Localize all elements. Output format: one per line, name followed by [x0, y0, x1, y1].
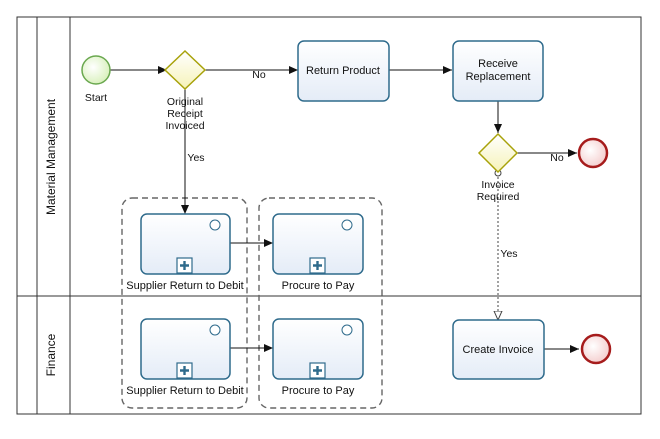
subprocess-box[interactable] [140, 318, 231, 380]
task-box[interactable] [452, 319, 545, 380]
start-event-label: Start [85, 92, 107, 104]
flow-labels: No Yes No Yes [187, 69, 563, 260]
task-receive-replacement[interactable]: Receive Replacement [452, 40, 544, 102]
subprocess-label: Supplier Return to Debit [126, 385, 243, 397]
subprocess-box[interactable] [272, 213, 364, 275]
subprocess-event-marker-icon [209, 219, 221, 231]
gateway-diamond[interactable] [477, 132, 519, 174]
subprocess-label: Procure to Pay [282, 280, 355, 292]
lane-title-finance: Finance [44, 333, 58, 376]
subprocess-box[interactable] [140, 213, 231, 275]
subprocess-label: Supplier Return to Debit [126, 280, 243, 292]
task-label-line: Replacement [466, 71, 531, 83]
task-label: Return Product [306, 65, 380, 77]
lane-title-material-management: Material Management [44, 98, 58, 215]
subprocess-supplier-return-mm[interactable]: Supplier Return to Debit [126, 213, 244, 292]
gateway-diamond[interactable] [163, 49, 207, 91]
subprocess-box[interactable] [272, 318, 364, 380]
gateway-label-line: Invoice [481, 179, 514, 191]
plus-icon [180, 366, 189, 375]
end-event-no[interactable] [577, 137, 609, 169]
plus-icon [313, 261, 322, 270]
end-event-circle[interactable] [580, 333, 612, 365]
gateway-label-line: Required [477, 191, 520, 203]
subprocess-event-marker-icon [341, 324, 353, 336]
task-box[interactable] [452, 40, 544, 102]
subprocess-procure-to-pay-mm[interactable]: Procure to Pay [272, 213, 364, 292]
gateway-label-line: Receipt [167, 108, 203, 120]
end-event-invoice[interactable] [580, 333, 612, 365]
subprocess-event-marker-icon [341, 219, 353, 231]
task-create-invoice[interactable]: Create Invoice [452, 319, 545, 380]
task-label: Create Invoice [463, 344, 534, 356]
subprocess-event-marker-icon [209, 324, 221, 336]
flow-label-yes: Yes [500, 248, 517, 260]
subprocess-label: Procure to Pay [282, 385, 355, 397]
subprocess-supplier-return-fin[interactable]: Supplier Return to Debit [126, 318, 244, 397]
flow-label-no: No [252, 69, 266, 81]
task-return-product[interactable]: Return Product [297, 40, 390, 102]
gateway-invoice-required[interactable]: Invoice Required [477, 132, 520, 203]
end-event-circle[interactable] [577, 137, 609, 169]
start-event[interactable]: Start [81, 55, 111, 104]
subprocess-procure-to-pay-fin[interactable]: Procure to Pay [272, 318, 364, 397]
gateway-label-line: Invoiced [165, 120, 204, 132]
task-box[interactable] [297, 40, 390, 102]
task-label-line: Receive [478, 58, 518, 70]
gateway-label-line: Original [167, 96, 203, 108]
gateway-original-receipt-invoiced[interactable]: Original Receipt Invoiced [163, 49, 207, 132]
start-event-circle[interactable] [81, 55, 111, 85]
flow-label-no: No [550, 152, 564, 164]
flow-label-yes: Yes [187, 152, 204, 164]
plus-icon [313, 366, 322, 375]
plus-icon [180, 261, 189, 270]
group-procure-to-pay [258, 197, 383, 409]
